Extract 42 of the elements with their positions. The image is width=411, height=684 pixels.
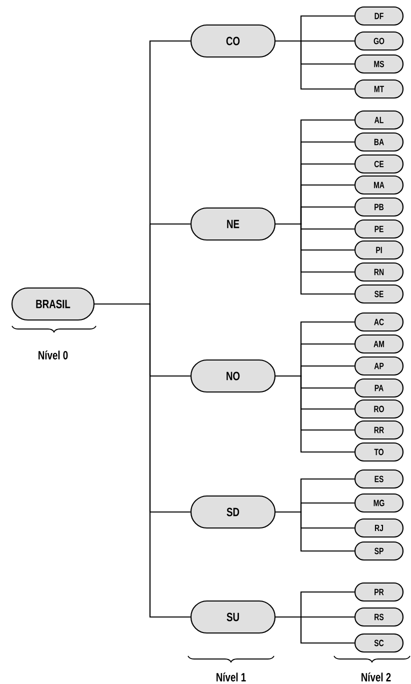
region-box: NE (190, 207, 276, 241)
state-box: MT (354, 79, 404, 99)
region-box: SD (190, 495, 276, 529)
state-box: RS (354, 607, 404, 627)
state-box: MA (354, 175, 404, 195)
level-label: Nível 1 (216, 672, 246, 682)
region-box: CO (190, 24, 276, 58)
connector-line (276, 375, 354, 453)
connector-line (276, 616, 354, 644)
region-box: NO (190, 359, 276, 393)
state-box: CE (354, 154, 404, 174)
connector-line (276, 40, 354, 90)
state-box: PB (354, 197, 404, 217)
state-box: SE (354, 284, 404, 304)
state-box: RO (354, 399, 404, 419)
connector-line (94, 303, 190, 618)
state-box: RR (354, 420, 404, 440)
state-box: AM (354, 334, 404, 354)
state-box: GO (354, 31, 404, 51)
region-box: SU (190, 600, 276, 634)
connector-line (276, 223, 354, 295)
state-box: AP (354, 356, 404, 376)
level-label: Nível 0 (38, 350, 68, 360)
state-box: PA (354, 378, 404, 398)
state-box: PR (354, 582, 404, 602)
state-box: DF (354, 6, 404, 26)
state-box: RJ (354, 518, 404, 538)
state-box: AL (354, 110, 404, 130)
state-box: PI (354, 240, 404, 260)
state-box: AC (354, 312, 404, 332)
root-box: BRASIL (11, 287, 95, 321)
state-box: PE (354, 219, 404, 239)
state-box: SP (354, 541, 404, 561)
state-box: MS (354, 54, 404, 74)
state-box: TO (354, 442, 404, 462)
state-box: SC (354, 633, 404, 653)
state-box: ES (354, 469, 404, 489)
state-box: MG (354, 493, 404, 513)
state-box: BA (354, 132, 404, 152)
connector-line (276, 511, 354, 552)
level-label: Nível 2 (362, 672, 391, 682)
state-box: RN (354, 262, 404, 282)
